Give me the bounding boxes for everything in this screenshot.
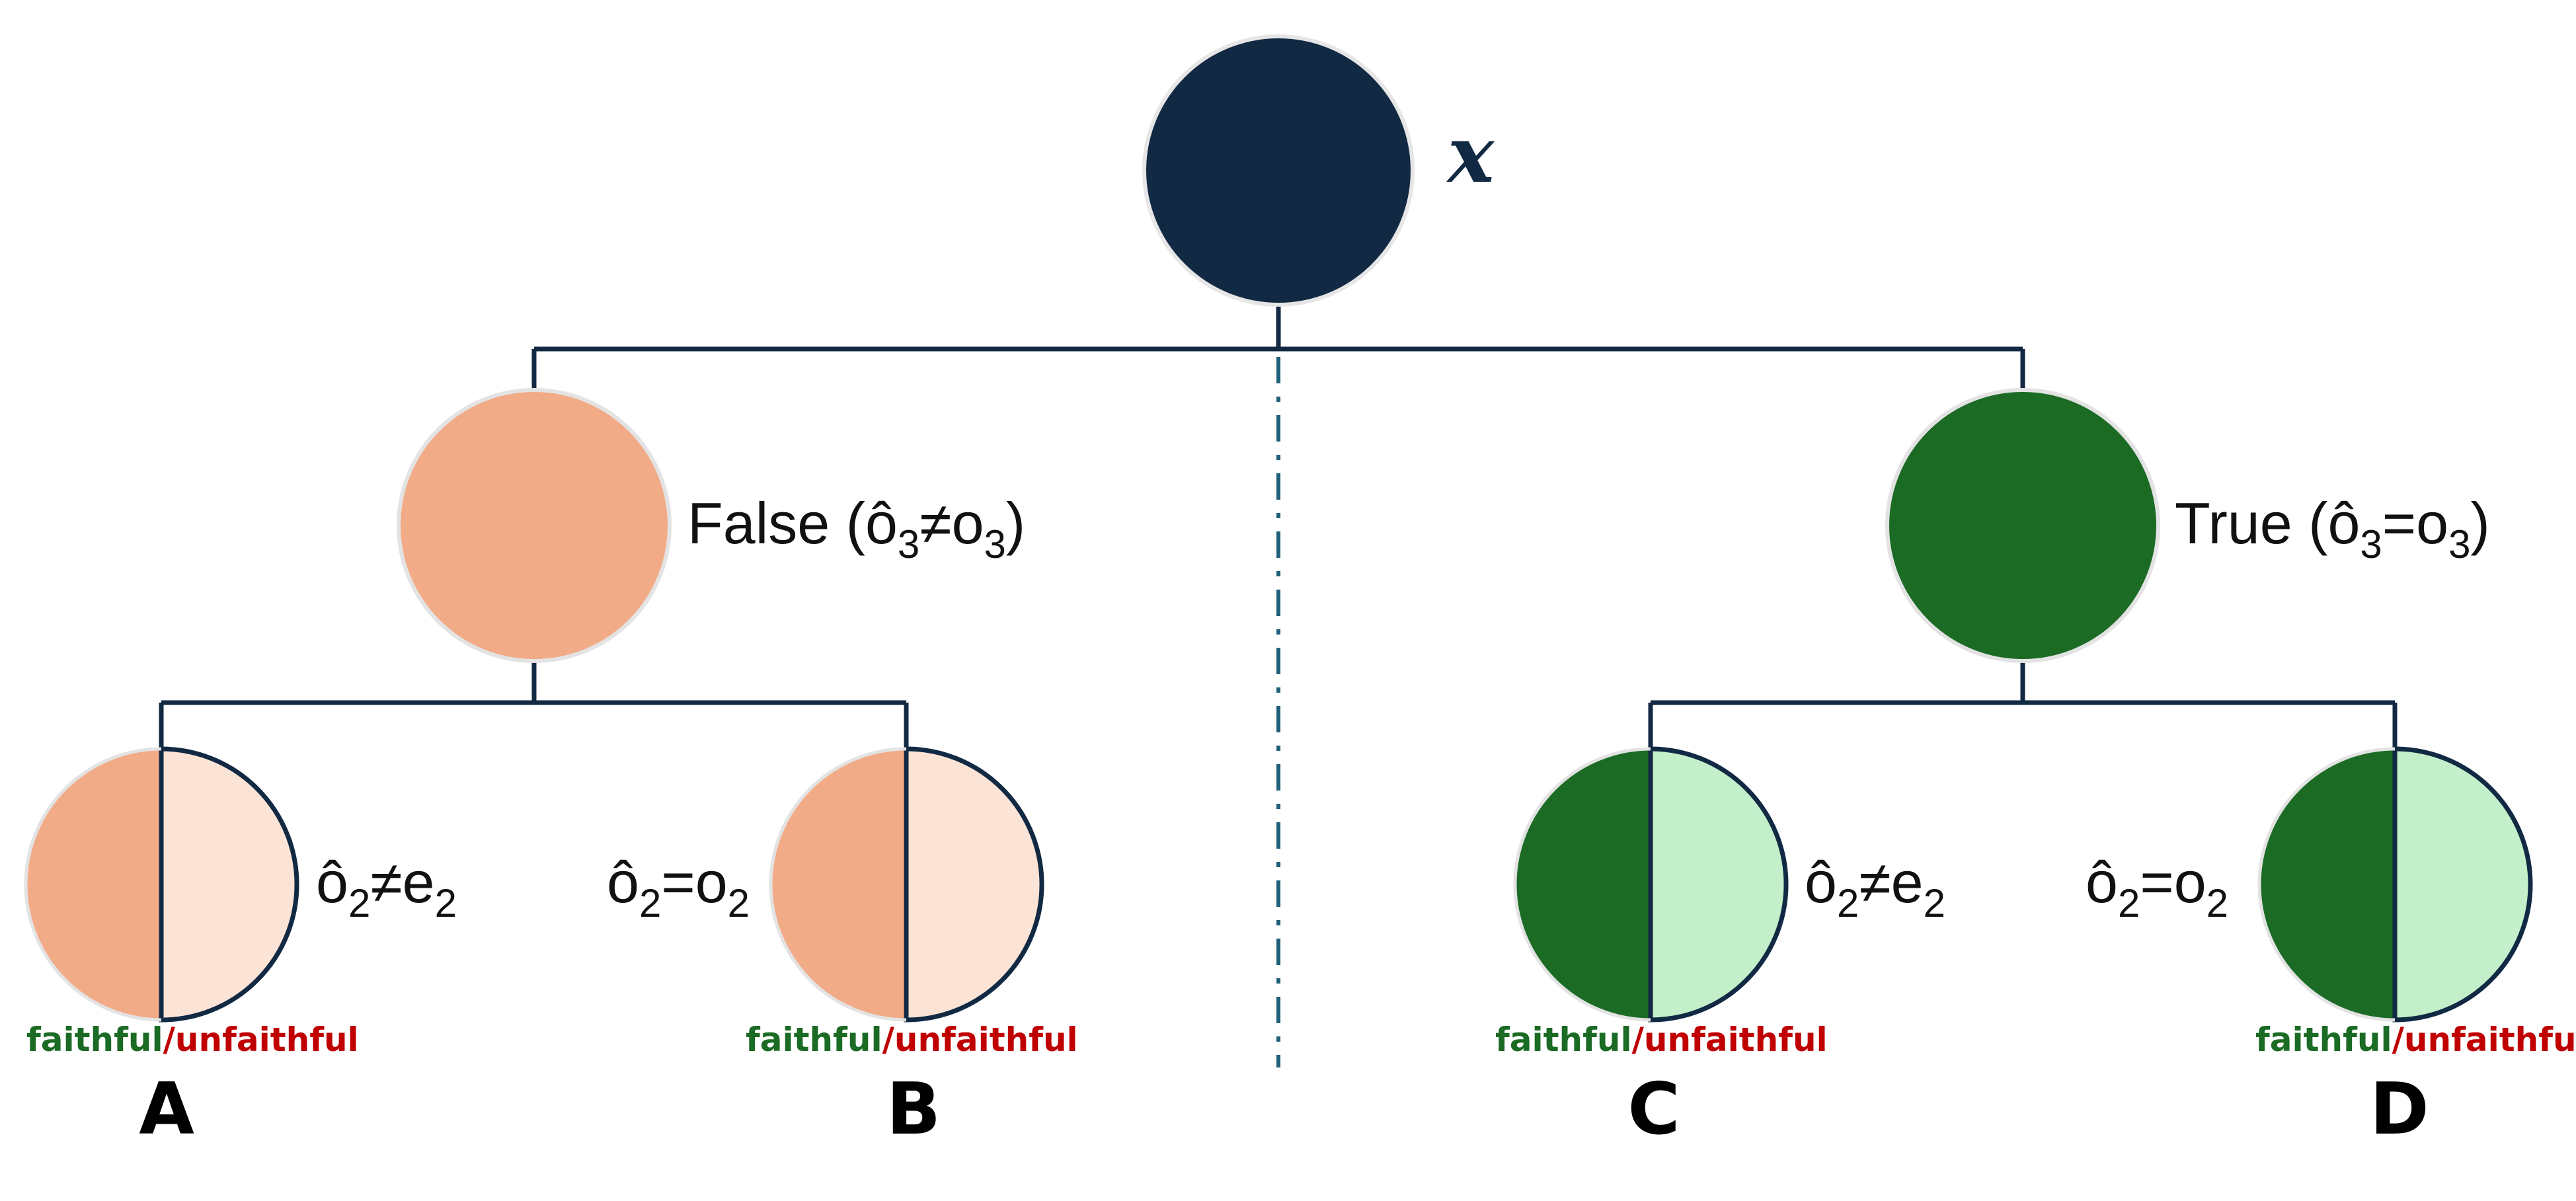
leaf-c-left-half [1515, 749, 1651, 1020]
false-node: False (ô3≠o3) [397, 388, 1025, 663]
leaf-a-faithfulness-tag: faithful/unfaithful [26, 1021, 359, 1059]
leaf-d-outline [2257, 747, 2396, 1022]
leaf-a-letter: A [139, 1068, 194, 1151]
leaf-a-right-half [159, 746, 299, 1023]
leaf-d-right-half [2392, 746, 2533, 1023]
leaf-c-outline [1513, 747, 1651, 1022]
leaf-d-faithfulness-tag: faithful/unfaithful [2255, 1021, 2576, 1059]
leaf-c-faithfulness-tag: faithful/unfaithful [1495, 1021, 1828, 1059]
leaf-b-faithfulness-tag: faithful/unfaithful [746, 1021, 1078, 1059]
leaf-d-condition: ô2=o2 [2086, 849, 2228, 925]
leaf-b-condition: ô2=o2 [607, 849, 750, 925]
leaf-a-condition: ô2≠e2 [316, 849, 457, 925]
root-label: x [1446, 108, 1495, 200]
leaf-a-left-half [26, 749, 161, 1020]
leaf-a-outline [24, 747, 162, 1022]
leaf-b: ô2=o2 faithful/unfaithful B [607, 746, 1078, 1151]
root-circle [1142, 34, 1415, 307]
leaf-b-outline [769, 747, 907, 1022]
leaf-c-condition: ô2≠e2 [1805, 849, 1945, 925]
false-condition-label: False (ô3≠o3) [687, 490, 1025, 566]
leaf-c-letter: C [1627, 1068, 1680, 1151]
true-node: True (ô3=o3) [1885, 388, 2490, 663]
true-circle [1885, 388, 2160, 663]
leaf-c-right-half [1648, 746, 1789, 1023]
leaf-b-right-half [904, 746, 1044, 1023]
leaf-c: ô2≠e2 faithful/unfaithful C [1495, 746, 1945, 1151]
leaf-a: ô2≠e2 faithful/unfaithful A [24, 746, 457, 1151]
leaf-b-left-half [771, 749, 906, 1020]
leaf-b-letter: B [886, 1068, 941, 1151]
tree-connectors [159, 304, 2398, 747]
leaf-d-letter: D [2370, 1068, 2429, 1151]
leaf-d-left-half [2259, 749, 2395, 1020]
false-circle [397, 388, 672, 663]
leaf-d: ô2=o2 faithful/unfaithful D [2086, 746, 2576, 1151]
true-condition-label: True (ô3=o3) [2175, 490, 2490, 566]
root-node: x [1142, 34, 1495, 307]
